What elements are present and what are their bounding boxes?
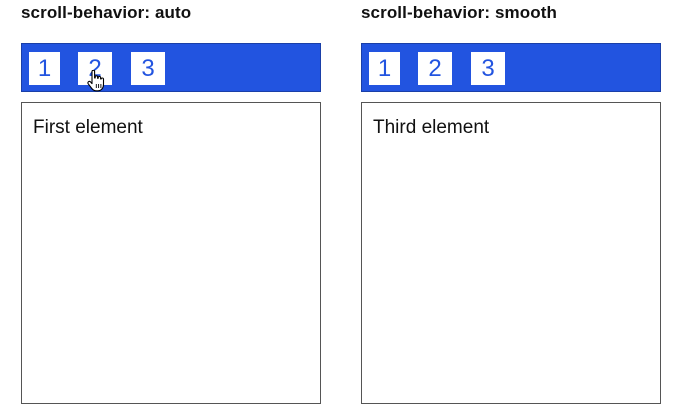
- scroll-container[interactable]: First element: [21, 102, 321, 404]
- scroll-item-text: Third element: [373, 117, 490, 138]
- nav-link-1[interactable]: 1: [29, 52, 60, 85]
- scroll-container[interactable]: Third element: [361, 102, 661, 404]
- nav-link-3[interactable]: 3: [131, 52, 165, 85]
- scroll-item-text: First element: [33, 117, 143, 138]
- nav-link-1[interactable]: 1: [369, 52, 400, 85]
- demo-title: scroll-behavior: auto: [21, 3, 192, 22]
- demo-title: scroll-behavior: smooth: [361, 3, 557, 22]
- nav-bar: 1 2 3: [21, 43, 321, 92]
- nav-bar: 1 2 3: [361, 43, 661, 92]
- nav-link-3[interactable]: 3: [471, 52, 505, 85]
- nav-link-2[interactable]: 2: [78, 52, 112, 85]
- nav-link-2[interactable]: 2: [418, 52, 452, 85]
